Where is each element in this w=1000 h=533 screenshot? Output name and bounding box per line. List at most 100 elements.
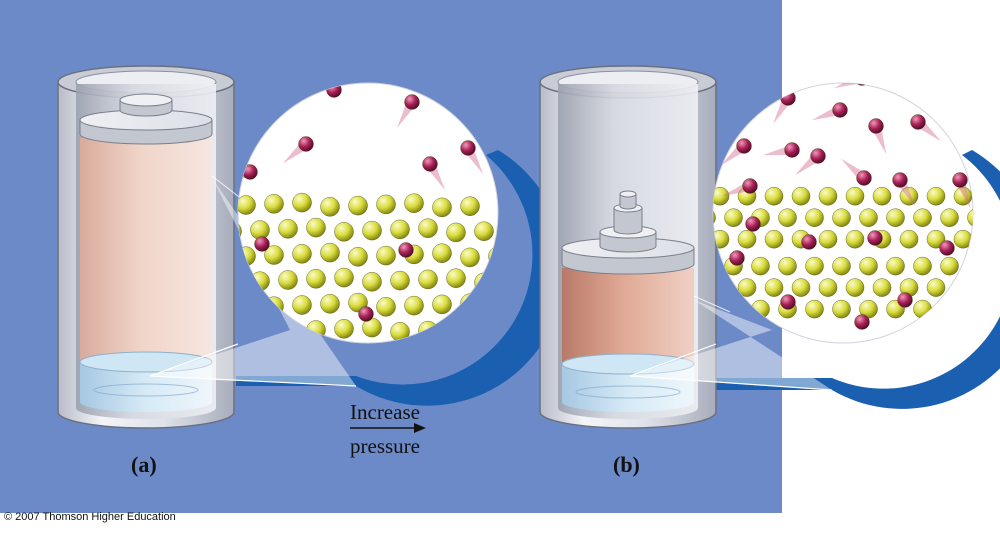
solvent-molecule [818, 278, 838, 297]
dissolved-gas-molecule [939, 240, 955, 256]
gas-molecule [810, 148, 826, 164]
dissolved-gas-molecule [358, 306, 374, 322]
solvent-molecule [320, 197, 340, 217]
solvent-molecule [940, 208, 959, 227]
solvent-molecule [764, 278, 784, 297]
solvent-molecule [432, 197, 452, 218]
solvent-molecule [845, 229, 865, 249]
solvent-molecule [737, 278, 757, 297]
zoom-wedge [630, 300, 832, 390]
solvent-molecule [460, 247, 480, 268]
solvent-molecule [926, 186, 946, 206]
magnifier-shadow [236, 150, 565, 406]
solvent-molecule [764, 229, 784, 249]
solvent-molecule [926, 278, 946, 297]
solvent-molecule [278, 219, 298, 239]
liquid [562, 364, 694, 412]
dissolved-gas-molecule [398, 242, 414, 258]
solvent-molecule [334, 267, 354, 288]
dissolved-gas-molecule [745, 216, 761, 232]
panel-b [539, 65, 1000, 429]
solvent-molecule [818, 229, 838, 249]
solvent-molecule [859, 256, 878, 276]
panel-b-label: (b) [613, 452, 640, 477]
dissolved-gas-molecule [897, 292, 913, 308]
solvent-molecule [886, 208, 905, 227]
solvent-molecule [264, 245, 284, 265]
solvent-molecule [805, 256, 824, 276]
solvent-molecule [872, 278, 892, 297]
solvent-molecule [724, 208, 743, 227]
solvent-molecule [432, 294, 452, 315]
solvent-molecule [913, 299, 932, 319]
solvent-molecule [805, 208, 824, 227]
gas-molecule [910, 114, 926, 130]
solvent-molecule [899, 186, 919, 206]
dissolved-gas-molecule [801, 234, 817, 250]
gas-molecule [832, 102, 848, 118]
solvent-molecule [264, 194, 284, 214]
solvent-molecule [348, 247, 368, 267]
panel-a-label: (a) [131, 452, 157, 477]
gas-molecule [952, 172, 968, 188]
solvent-molecule [320, 242, 340, 263]
solvent-molecule [460, 196, 480, 216]
gas-molecule [784, 142, 800, 158]
dissolved-gas-molecule [867, 230, 883, 246]
solvent-molecule [967, 208, 973, 227]
solvent-molecule [348, 195, 368, 216]
gas-region [562, 268, 694, 374]
solvent-molecule [845, 278, 865, 297]
solvent-molecule [764, 186, 784, 206]
solvent-molecule [446, 222, 466, 243]
solvent-molecule [238, 195, 256, 215]
solvent-molecule [737, 229, 757, 249]
solvent-molecule [404, 193, 424, 213]
solvent-molecule [238, 221, 242, 241]
gas-molecule [298, 136, 314, 152]
solvent-molecule [362, 220, 382, 241]
solvent-molecule [751, 256, 770, 276]
solvent-molecule [981, 279, 999, 297]
solvent-molecule [376, 245, 396, 266]
solvent-molecule [390, 270, 410, 291]
liquid [80, 362, 212, 412]
solvent-molecule [940, 299, 959, 319]
solvent-molecule [859, 208, 878, 227]
dissolved-gas-molecule [854, 314, 870, 330]
gas-molecule [736, 138, 752, 154]
solvent-molecule [306, 269, 326, 289]
solvent-molecule [474, 221, 494, 241]
dissolved-gas-molecule [780, 294, 796, 310]
gas-region [80, 138, 212, 372]
motion-trail [833, 83, 864, 89]
solvent-molecule [292, 295, 312, 315]
solvent-molecule [899, 229, 919, 249]
solvent-molecule [913, 208, 932, 227]
solvent-molecule [778, 208, 797, 227]
solvent-molecule [418, 269, 438, 290]
solvent-molecule [446, 268, 466, 288]
solvent-molecule [832, 299, 851, 319]
solvent-molecule [845, 186, 865, 206]
solvent-molecule [886, 256, 905, 276]
solvent-molecule [967, 299, 973, 319]
arrow-head [414, 423, 426, 433]
solvent-molecule [791, 186, 811, 206]
dissolved-gas-molecule [254, 236, 270, 252]
magnifier-shadow [712, 150, 1000, 409]
solvent-molecule [818, 186, 838, 206]
solvent-molecule [376, 194, 396, 215]
solvent-molecule [913, 256, 932, 276]
solvent-molecule [791, 278, 811, 297]
solvent-molecule [320, 294, 340, 314]
solvent-molecule [362, 272, 382, 292]
zoom-wedge [150, 178, 356, 386]
arrow-label-line2: pressure [350, 434, 420, 458]
solvent-molecule [376, 297, 396, 317]
solvent-molecule [940, 256, 959, 276]
gas-molecule [422, 156, 438, 172]
copyright-notice: © 2007 Thomson Higher Education [4, 511, 176, 523]
